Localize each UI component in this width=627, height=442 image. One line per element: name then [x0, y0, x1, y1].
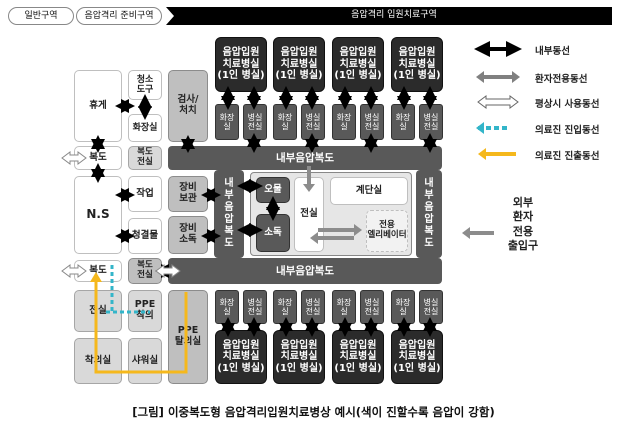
legend-normal-flow: 평상시 사용동선: [535, 99, 600, 110]
ward-anteroom-bottom-1: 병실 전실: [243, 290, 267, 324]
ward-room-top-1: 음압입원 치료병실 (1인 병실): [215, 37, 267, 92]
shower-room: 샤워실: [128, 338, 162, 384]
zone-ward: 음압격리 입원치료구역: [351, 10, 437, 20]
figure-caption: [그림] 이중복도형 음압격리입원치료병상 예시(색이 진할수록 음압이 강함): [132, 405, 495, 419]
exam-treatment-room: 검사/ 처치: [168, 70, 208, 142]
zone-prep: 음압격리 준비구역: [76, 7, 162, 25]
ward-anteroom-bottom-2: 병실 전실: [301, 290, 325, 324]
ppe-donning: PPE 착의: [128, 290, 162, 332]
ward-room-bottom-2: 음압입원 치료병실 (1인 병실): [273, 330, 325, 384]
dirty-utility-room: 오물: [256, 177, 290, 203]
ward-anteroom-top-3: 병실 전실: [360, 104, 384, 140]
toilet-room: 화장실: [128, 114, 162, 142]
corridor-anteroom-bottom: 복도 전실: [128, 258, 162, 284]
legend-inner-flow: 내부동선: [535, 46, 570, 57]
legend-patient-flow: 환자전용동선: [535, 74, 588, 85]
ppe-doffing-room: PPE 탈의실: [168, 290, 208, 384]
ward-toilet-bottom-3: 화장실: [332, 290, 356, 324]
ward-room-bottom-3: 음압입원 치료병실 (1인 병실): [332, 330, 384, 384]
inner-corridor-top: 내부음압복도: [168, 146, 442, 170]
ward-toilet-top-4: 화장실: [391, 104, 415, 140]
ward-room-bottom-1: 음압입원 치료병실 (1인 병실): [215, 330, 267, 384]
anteroom-left: 전실: [74, 290, 122, 332]
ward-anteroom-top-4: 병실 전실: [419, 104, 443, 140]
disinfect-room: 소독: [256, 214, 290, 252]
work-room: 작업: [128, 176, 162, 212]
clean-linen-room: 청결물: [128, 218, 162, 254]
ward-toilet-top-3: 화장실: [332, 104, 356, 140]
ward-room-top-2: 음압입원 치료병실 (1인 병실): [273, 37, 325, 92]
inner-corridor-bottom: 내부음압복도: [168, 258, 442, 284]
dedicated-elevator: 전용 엘리베이터: [366, 210, 408, 252]
external-patient-entrance: 외부 환자 전용 출입구: [507, 196, 539, 252]
nurse-station: N.S: [74, 176, 122, 254]
inner-corridor-left: 내 부 음 압 복 도: [214, 170, 244, 258]
rest-room: 휴게: [74, 70, 122, 142]
corridor-left-bottom: 복도: [74, 260, 122, 282]
ward-anteroom-top-2: 병실 전실: [301, 104, 325, 140]
anteroom-center: 전실: [294, 177, 324, 252]
ward-toilet-bottom-4: 화장실: [391, 290, 415, 324]
corridor-entry-anteroom: 복도 전실: [128, 146, 162, 170]
ward-toilet-bottom-1: 화장실: [215, 290, 239, 324]
ward-anteroom-bottom-3: 병실 전실: [360, 290, 384, 324]
ward-anteroom-top-1: 병실 전실: [243, 104, 267, 140]
ward-room-top-3: 음압입원 치료병실 (1인 병실): [332, 37, 384, 92]
ward-toilet-top-1: 화장실: [215, 104, 239, 140]
stairwell: 계단실: [330, 177, 408, 205]
ward-room-bottom-4: 음압입원 치료병실 (1인 병실): [391, 330, 443, 384]
legend-staff-exit-flow: 의료진 진출동선: [535, 151, 600, 162]
donning-room: 착의실: [74, 338, 122, 384]
ward-anteroom-bottom-4: 병실 전실: [419, 290, 443, 324]
ward-room-top-4: 음압입원 치료병실 (1인 병실): [391, 37, 443, 92]
equipment-storage-room: 장비 보관: [168, 176, 208, 212]
zone-general: 일반구역: [8, 7, 74, 25]
equipment-disinfect-room: 장비 소독: [168, 216, 208, 254]
ward-toilet-bottom-2: 화장실: [273, 290, 297, 324]
cleaning-tools-room: 청소 도구: [128, 70, 162, 100]
legend-staff-entry-flow: 의료진 진입동선: [535, 125, 600, 136]
corridor-left-top: 복도: [74, 146, 122, 170]
ward-toilet-top-2: 화장실: [273, 104, 297, 140]
inner-corridor-right: 내 부 음 압 복 도: [416, 170, 442, 258]
